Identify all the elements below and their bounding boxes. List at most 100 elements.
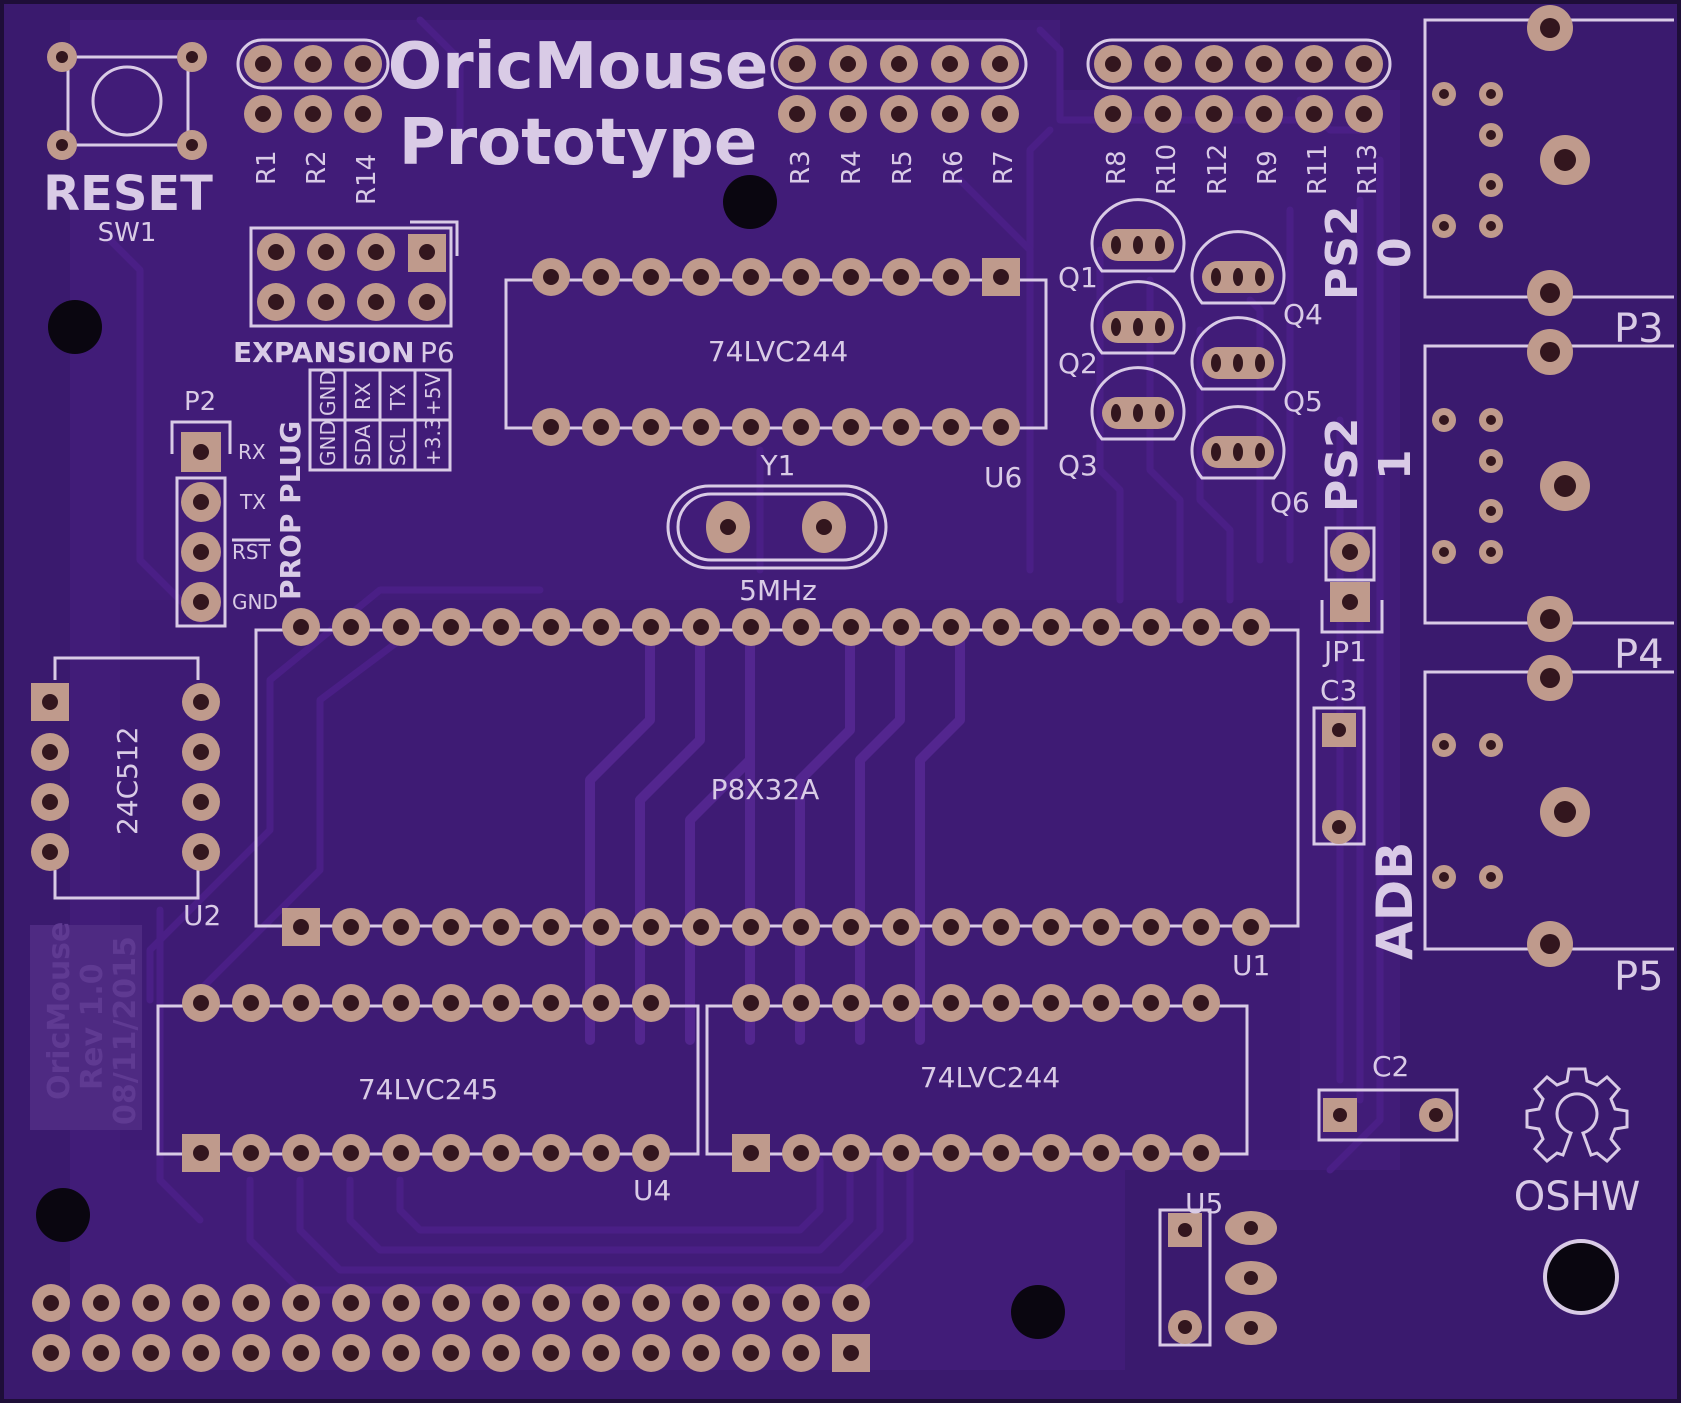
drill-hole	[293, 919, 309, 935]
drill-hole	[493, 1345, 509, 1361]
drill-hole	[193, 1295, 209, 1311]
drill-hole	[793, 619, 809, 635]
expansion-header[interactable]	[249, 220, 459, 328]
c3-label: C3	[1320, 674, 1357, 707]
transistor-outline	[1190, 405, 1286, 480]
drill-hole	[943, 1145, 959, 1161]
prop-rst-label: RST	[232, 540, 272, 564]
drill-hole	[293, 1295, 309, 1311]
transistor-outline	[1090, 280, 1186, 355]
chip-u6	[504, 278, 1048, 430]
drill-hole	[593, 919, 609, 935]
q2-label: Q2	[1058, 347, 1098, 380]
drill-hole	[843, 269, 859, 285]
drill-hole	[343, 1345, 359, 1361]
chip-u4-label: 74LVC245	[358, 1073, 498, 1106]
drill-hole	[593, 269, 609, 285]
oshw-gear-icon	[1525, 1067, 1629, 1164]
drill-hole	[893, 419, 909, 435]
prop-rx-label: RX	[238, 440, 266, 464]
drill-hole	[243, 995, 259, 1011]
drill-hole	[393, 919, 409, 935]
adb-label: ADB	[1366, 842, 1424, 960]
drill-hole	[593, 995, 609, 1011]
drill-hole	[893, 919, 909, 935]
drill-hole	[1143, 995, 1159, 1011]
prop-plug-header[interactable]	[170, 420, 232, 628]
drill-hole	[693, 919, 709, 935]
bottom-header[interactable]	[32, 1284, 870, 1372]
rev-line1: OricMouse	[42, 922, 77, 1100]
drill-hole	[793, 1145, 809, 1161]
q6-label: Q6	[1270, 486, 1310, 519]
reset-switch[interactable]	[47, 42, 207, 160]
drill-hole	[643, 619, 659, 635]
drill-hole	[1093, 995, 1109, 1011]
transistor-outline	[1190, 230, 1286, 305]
pinout-top-rx: RX	[351, 382, 375, 410]
drill-hole	[343, 1295, 359, 1311]
drill-hole	[793, 1295, 809, 1311]
drill-hole	[543, 269, 559, 285]
drill-hole	[1193, 1145, 1209, 1161]
chip-u4-pins	[182, 984, 670, 1172]
chip-u1	[254, 628, 1300, 928]
drill-hole	[993, 919, 1009, 935]
u1-label: U1	[1232, 949, 1270, 982]
drill-hole	[493, 919, 509, 935]
drill-hole	[693, 269, 709, 285]
crystal-freq-label: 5MHz	[739, 574, 817, 607]
drill-hole	[42, 744, 58, 760]
drill-hole	[993, 619, 1009, 635]
chip-u1-pins	[282, 608, 1270, 946]
drill-hole	[1133, 236, 1143, 254]
board-title-line1: OricMouse	[388, 30, 769, 104]
q1-label: Q1	[1058, 261, 1098, 294]
drill-hole	[893, 995, 909, 1011]
traces	[106, 16, 1384, 1294]
drill-hole	[1093, 619, 1109, 635]
drill-hole	[743, 919, 759, 935]
ps2-1-label: PS2	[1317, 417, 1368, 512]
chip-u2	[53, 656, 200, 900]
jumper-jp1[interactable]	[1320, 526, 1384, 634]
drill-hole	[42, 844, 58, 860]
drill-hole	[843, 1145, 859, 1161]
drill-hole	[193, 1345, 209, 1361]
drill-hole	[143, 1295, 159, 1311]
drill-hole	[693, 419, 709, 435]
connector-p4[interactable]	[1423, 329, 1674, 642]
prop-gnd-label: GND	[232, 590, 278, 614]
drill-hole	[1093, 1145, 1109, 1161]
drill-hole	[543, 1295, 559, 1311]
drill-hole	[893, 619, 909, 635]
drill-hole	[1111, 236, 1121, 254]
resistor-header-right	[1086, 38, 1392, 133]
resistor-label-r4: R4	[837, 150, 867, 185]
prop-plug-label: PROP PLUG	[274, 421, 307, 600]
p2-label: P2	[184, 387, 216, 417]
drill-hole	[1233, 354, 1243, 372]
drill-hole	[1043, 1145, 1059, 1161]
drill-hole	[743, 1295, 759, 1311]
sw1-label: SW1	[98, 218, 157, 248]
drill-hole	[1255, 443, 1265, 461]
drill-hole	[943, 419, 959, 435]
drill-hole	[593, 1345, 609, 1361]
u2-label: U2	[183, 899, 221, 932]
connector-p3[interactable]	[1423, 5, 1674, 316]
drill-hole	[593, 419, 609, 435]
drill-hole	[643, 919, 659, 935]
rev-line2: Rev 1.0	[75, 963, 110, 1090]
resistor-label-r9: R9	[1253, 150, 1283, 185]
crystal-y1	[666, 484, 888, 570]
resistor-label-r1: R1	[252, 150, 282, 185]
resistor-label-r8: R8	[1102, 150, 1132, 185]
connector-p5[interactable]	[1423, 655, 1674, 967]
drill-hole	[843, 419, 859, 435]
drill-hole	[943, 619, 959, 635]
drill-hole	[1155, 236, 1165, 254]
drill-hole	[593, 619, 609, 635]
capacitor-c2	[1317, 1088, 1459, 1142]
